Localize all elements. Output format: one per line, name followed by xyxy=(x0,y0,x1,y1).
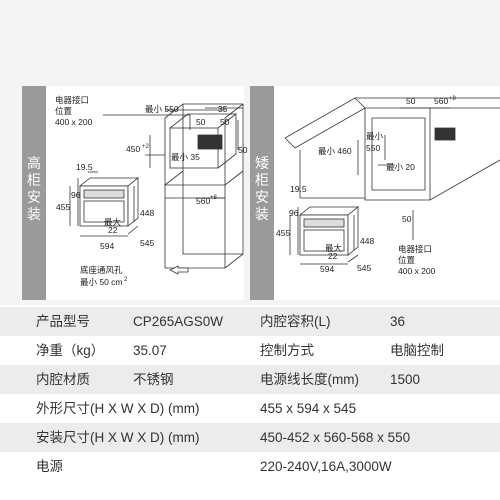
svg-text:装: 装 xyxy=(27,207,41,223)
svg-text:底座通风孔: 底座通风孔 xyxy=(80,265,123,275)
svg-text:560: 560 xyxy=(196,196,210,206)
svg-text:最小 35: 最小 35 xyxy=(171,152,200,162)
svg-text:最小 20: 最小 20 xyxy=(386,162,415,172)
spec-label: 产品型号 xyxy=(36,314,90,329)
spec-label: 净重（kg） xyxy=(36,343,105,358)
svg-text:545: 545 xyxy=(140,238,154,248)
svg-text:400 x 200: 400 x 200 xyxy=(398,266,436,276)
svg-text:装: 装 xyxy=(255,207,269,223)
spec-label: 控制方式 xyxy=(260,343,314,358)
tall-cabinet-drawing xyxy=(103,103,244,275)
spec-value: 450-452 x 560-568 x 550 xyxy=(260,430,411,445)
svg-text:550: 550 xyxy=(366,143,380,153)
svg-text:50: 50 xyxy=(196,117,206,127)
svg-text:50: 50 xyxy=(220,117,230,127)
spec-value: 电脑控制 xyxy=(390,343,444,358)
svg-text:96: 96 xyxy=(289,208,299,218)
svg-text:最小 460: 最小 460 xyxy=(318,146,352,156)
svg-text:19.5: 19.5 xyxy=(290,184,307,194)
svg-text:96: 96 xyxy=(71,190,81,200)
svg-text:+2: +2 xyxy=(142,144,150,150)
spec-label: 电源 xyxy=(36,459,63,474)
svg-text:22: 22 xyxy=(328,251,338,261)
svg-text:+8: +8 xyxy=(210,195,218,201)
svg-text:最小 50 cm: 最小 50 cm xyxy=(80,277,123,287)
spec-value: 不锈钢 xyxy=(133,372,174,387)
left-oven-drawing xyxy=(69,171,140,237)
right-oven-drawing xyxy=(289,206,360,265)
svg-text:455: 455 xyxy=(276,228,290,238)
spec-value: 35.07 xyxy=(133,343,167,358)
svg-text:545: 545 xyxy=(357,263,371,273)
spec-value: 36 xyxy=(390,314,406,329)
spec-row-material: 内腔材质 不锈钢 电源线长度(mm) 1500 xyxy=(0,365,500,394)
spec-label: 内腔容积(L) xyxy=(260,314,331,329)
svg-text:最大: 最大 xyxy=(104,217,122,227)
svg-text:22: 22 xyxy=(108,225,118,235)
svg-text:安: 安 xyxy=(27,190,41,206)
svg-text:560: 560 xyxy=(434,96,448,106)
right-side-label: 矮 柜 安 装 xyxy=(255,156,269,223)
spec-row-install: 安装尺寸(H X W X D) (mm) 450-452 x 560-568 x… xyxy=(0,423,500,452)
left-dimension-labels: 电器接口 位置 400 x 200 最小 550 35 50 50 450 +2… xyxy=(55,95,248,287)
spec-label: 外形尺寸(H X W X D) (mm) xyxy=(36,401,200,416)
svg-text:最小: 最小 xyxy=(366,131,384,141)
svg-text:50: 50 xyxy=(406,96,416,106)
svg-text:位置: 位置 xyxy=(55,106,73,116)
svg-text:50: 50 xyxy=(238,145,248,155)
svg-text:柜: 柜 xyxy=(255,173,269,189)
spec-row-power: 电源 220-240V,16A,3000W xyxy=(0,452,500,481)
svg-text:+8: +8 xyxy=(449,96,457,102)
spec-value: 1500 xyxy=(390,372,421,387)
right-dimension-labels: 50 560 +8 最小 460 最小 550 最小 20 50 19.5 96… xyxy=(276,96,457,276)
svg-text:柜: 柜 xyxy=(27,173,41,189)
svg-text:矮: 矮 xyxy=(255,156,269,172)
svg-text:安: 安 xyxy=(255,190,269,206)
spec-row-weight: 净重（kg） 35.07 控制方式 电脑控制 xyxy=(0,336,500,365)
svg-text:高: 高 xyxy=(27,155,41,172)
svg-text:400 x 200: 400 x 200 xyxy=(55,117,93,127)
svg-text:35: 35 xyxy=(218,104,228,114)
svg-text:电器接口: 电器接口 xyxy=(55,95,89,105)
low-cabinet-drawing xyxy=(284,97,500,240)
spec-value: 220-240V,16A,3000W xyxy=(260,459,392,474)
spec-label: 内腔材质 xyxy=(36,372,90,387)
spec-label: 电源线长度(mm) xyxy=(260,372,359,387)
svg-text:448: 448 xyxy=(360,236,374,246)
spec-value: CP265AGS0W xyxy=(133,314,224,329)
spec-row-dimensions: 外形尺寸(H X W X D) (mm) 455 x 594 x 545 xyxy=(0,394,500,423)
svg-text:448: 448 xyxy=(140,208,154,218)
svg-text:594: 594 xyxy=(320,264,334,274)
svg-text:50: 50 xyxy=(402,214,412,224)
spec-row-model: 产品型号 CP265AGS0W 内腔容积(L) 36 xyxy=(0,307,500,336)
svg-text:位置: 位置 xyxy=(398,255,416,265)
right-side-bar xyxy=(250,86,274,300)
svg-text:594: 594 xyxy=(100,241,114,251)
installation-diagram: 高 柜 安 装 矮 柜 安 装 xyxy=(0,0,500,305)
left-side-label: 高 柜 安 装 xyxy=(27,155,41,223)
svg-text:19.5: 19.5 xyxy=(76,162,93,172)
svg-text:450: 450 xyxy=(126,144,140,154)
left-side-bar xyxy=(22,86,46,300)
svg-text:最大: 最大 xyxy=(325,243,343,253)
spec-label: 安装尺寸(H X W X D) (mm) xyxy=(36,430,200,445)
svg-text:455: 455 xyxy=(56,202,70,212)
svg-text:电器接口: 电器接口 xyxy=(398,244,432,254)
spec-value: 455 x 594 x 545 xyxy=(260,401,357,416)
svg-text:2: 2 xyxy=(124,277,128,283)
svg-text:最小 550: 最小 550 xyxy=(145,104,179,114)
